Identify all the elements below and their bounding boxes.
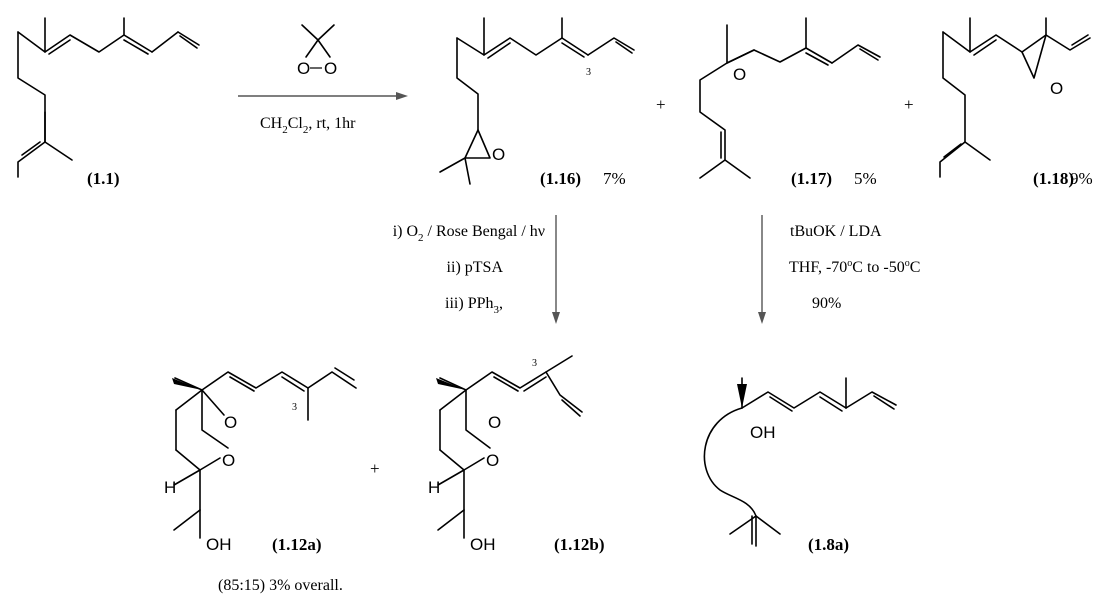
compound-1-1-label: (1.1) (87, 169, 120, 188)
reagent-step-1: CH2Cl2, rt, 1hr (260, 115, 356, 136)
compound-1-12a-locant: 3 (292, 402, 297, 413)
compound-1-17-structure (699, 17, 881, 179)
compound-1-17-label: (1.17) (791, 169, 832, 188)
compound-1-12b-h: H (428, 478, 440, 497)
compound-1-12b-structure (436, 355, 583, 539)
compound-1-12b-o2: O (486, 451, 499, 470)
compound-1-18-structure (939, 17, 1091, 178)
compound-1-18-epoxide-o: O (1050, 79, 1063, 98)
compound-1-12a-o1: O (224, 413, 237, 432)
compound-1-12a-label: (1.12a) (272, 535, 322, 554)
compound-1-12b-o1: O (488, 413, 501, 432)
compound-1-12b-locant: 3 (532, 358, 537, 369)
plus-3: + (370, 459, 380, 478)
dioxirane-o-left: O (297, 59, 310, 78)
plus-2: + (904, 95, 914, 114)
compound-1-1-structure (17, 17, 200, 178)
compound-1-12a-h: H (164, 478, 176, 497)
compound-1-16-structure (439, 17, 635, 185)
compound-1-12a-oh: OH (206, 535, 232, 554)
ratio-note: (85:15) 3% overall. (218, 577, 343, 594)
compound-1-18-yield: 9% (1070, 169, 1093, 188)
dioxirane-o-right: O (324, 59, 337, 78)
compound-1-12b-label: (1.12b) (554, 535, 605, 554)
compound-1-17-epoxide-o: O (733, 65, 746, 84)
left-path-condition-3: iii) PPh3, (445, 295, 503, 316)
compound-1-16-locant: 3 (586, 67, 591, 78)
compound-1-8a-label: (1.8a) (808, 535, 849, 554)
compound-1-18-label: (1.18) (1033, 169, 1074, 188)
left-path-condition-1: i) O2 / Rose Bengal / hν (393, 223, 545, 244)
right-path-condition-3: 90% (812, 295, 841, 312)
compound-1-16-epoxide-o: O (492, 145, 505, 164)
arrow-right-path (758, 215, 766, 324)
left-path-condition-2: ii) pTSA (447, 259, 504, 276)
compound-1-12a-o2: O (222, 451, 235, 470)
plus-1: + (656, 95, 666, 114)
compound-1-17-yield: 5% (854, 169, 877, 188)
compound-1-8a-oh: OH (750, 423, 776, 442)
compound-1-12a-structure (172, 367, 357, 539)
compound-1-8a-structure (703, 377, 897, 547)
compound-1-12b-oh: OH (470, 535, 496, 554)
compound-1-16-yield: 7% (603, 169, 626, 188)
arrow-left-path (552, 215, 560, 324)
right-path-condition-2: THF, -70oC to -50oC (789, 258, 920, 276)
compound-1-16-label: (1.16) (540, 169, 581, 188)
right-path-condition-1: tBuOK / LDA (790, 223, 882, 240)
arrow-step-1 (238, 92, 408, 100)
dimethyldioxirane-icon (301, 24, 335, 58)
